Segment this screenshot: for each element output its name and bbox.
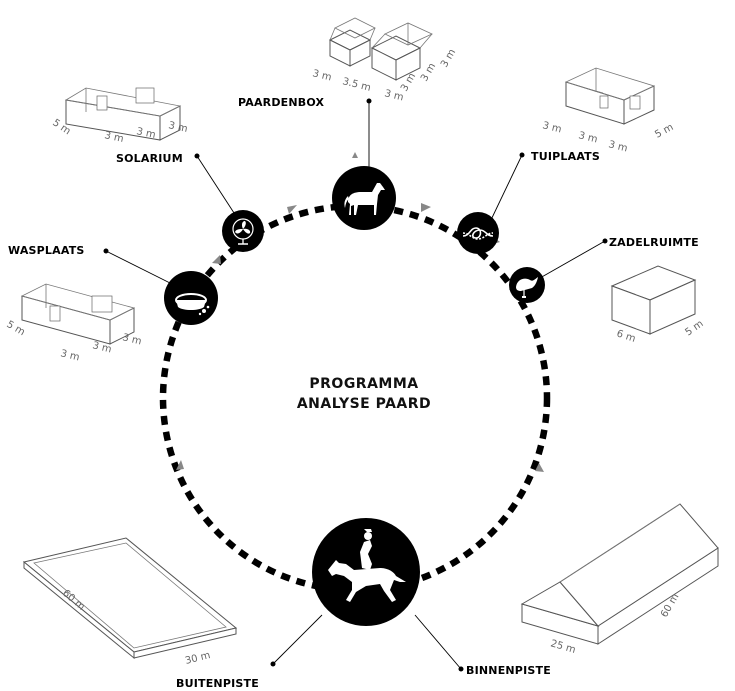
wasplaats-sketch: [20, 283, 136, 345]
paardenbox-sketch: [328, 17, 433, 81]
solarium-node: [222, 210, 264, 252]
solarium-sketch: [64, 87, 182, 141]
rider-on-horse-icon: [328, 529, 406, 602]
paardenbox-dim-3: 3 m: [383, 88, 404, 103]
flow-arrow: [535, 463, 544, 472]
station-buitenpiste: 60 m 30 m BUITENPISTE: [22, 537, 323, 690]
paardenbox-dim-6: 3 m: [439, 47, 458, 69]
station-tuiplaats: 3 m 3 m 3 m 5 m TUIPLAATS: [457, 67, 675, 254]
buitenpiste-dim-2: 30 m: [184, 650, 212, 667]
zadelruimte-dim-1: 6 m: [615, 328, 637, 344]
binnenpiste-label: BINNENPISTE: [466, 664, 551, 677]
paardenbox-dim-5: 3 m: [419, 61, 438, 83]
zadelruimte-sketch: [610, 265, 697, 335]
station-zadelruimte: 6 m 5 m ZADELRUIMTE: [509, 236, 706, 345]
solarium-dim-4: 3 m: [167, 120, 188, 135]
wasplaats-dim-1: 5 m: [5, 319, 27, 338]
solarium-dim-2: 3 m: [103, 130, 124, 145]
flow-arrow: [421, 203, 431, 212]
wasplaats-dim-2: 3 m: [59, 348, 80, 363]
station-wasplaats: 5 m 3 m 3 m 3 m WASPLAATS: [5, 244, 218, 364]
tuiplaats-label: TUIPLAATS: [531, 150, 600, 163]
wash-tub-icon: [175, 293, 210, 316]
flow-arrow: [352, 152, 358, 158]
flow-arrow: [176, 460, 184, 470]
saddle-icon: [516, 277, 538, 298]
fan-icon: [232, 218, 254, 245]
rope-knot-icon: [462, 227, 494, 240]
buitenpiste-label: BUITENPISTE: [176, 677, 259, 690]
center-title-line1: PROGRAMMA: [309, 376, 418, 392]
flow-arrow: [212, 255, 221, 264]
solarium-dim-3: 3 m: [135, 126, 156, 141]
flow-arrow: [287, 205, 297, 214]
station-solarium: 5 m 3 m 3 m 3 m SOLARIUM: [50, 87, 264, 252]
binnenpiste-dim-1: 25 m: [549, 638, 577, 656]
binnenpiste-sketch: [520, 503, 719, 645]
solarium-label: SOLARIUM: [116, 152, 183, 165]
tuiplaats-dim-4: 5 m: [653, 122, 675, 141]
zadelruimte-dim-2: 5 m: [683, 318, 705, 338]
tuiplaats-node: [457, 212, 499, 254]
tuiplaats-dim-2: 3 m: [577, 130, 598, 145]
horse-icon: [344, 183, 385, 215]
wasplaats-dim-4: 3 m: [121, 332, 142, 347]
paardenbox-dim-1: 3 m: [311, 68, 332, 83]
tuiplaats-dim-3: 3 m: [607, 139, 628, 154]
wasplaats-node: [164, 271, 218, 325]
paardenbox-label: PAARDENBOX: [238, 96, 325, 109]
buitenpiste-sketch: [22, 537, 238, 660]
wasplaats-label: WASPLAATS: [8, 244, 85, 257]
wasplaats-dim-3: 3 m: [91, 340, 112, 355]
paardenbox-dim-2: 3.5 m: [341, 76, 372, 94]
center-title-line2: ANALYSE PAARD: [297, 396, 431, 412]
tuiplaats-dim-1: 3 m: [541, 120, 562, 135]
tuiplaats-sketch: [564, 67, 656, 125]
station-binnenpiste: 25 m 60 m BINNENPISTE: [414, 503, 719, 677]
station-paardenbox: 3 m 3.5 m 3 m 3 m 3 m 3 m PAARDENBOX: [238, 17, 458, 230]
zadelruimte-label: ZADELRUIMTE: [609, 236, 699, 249]
